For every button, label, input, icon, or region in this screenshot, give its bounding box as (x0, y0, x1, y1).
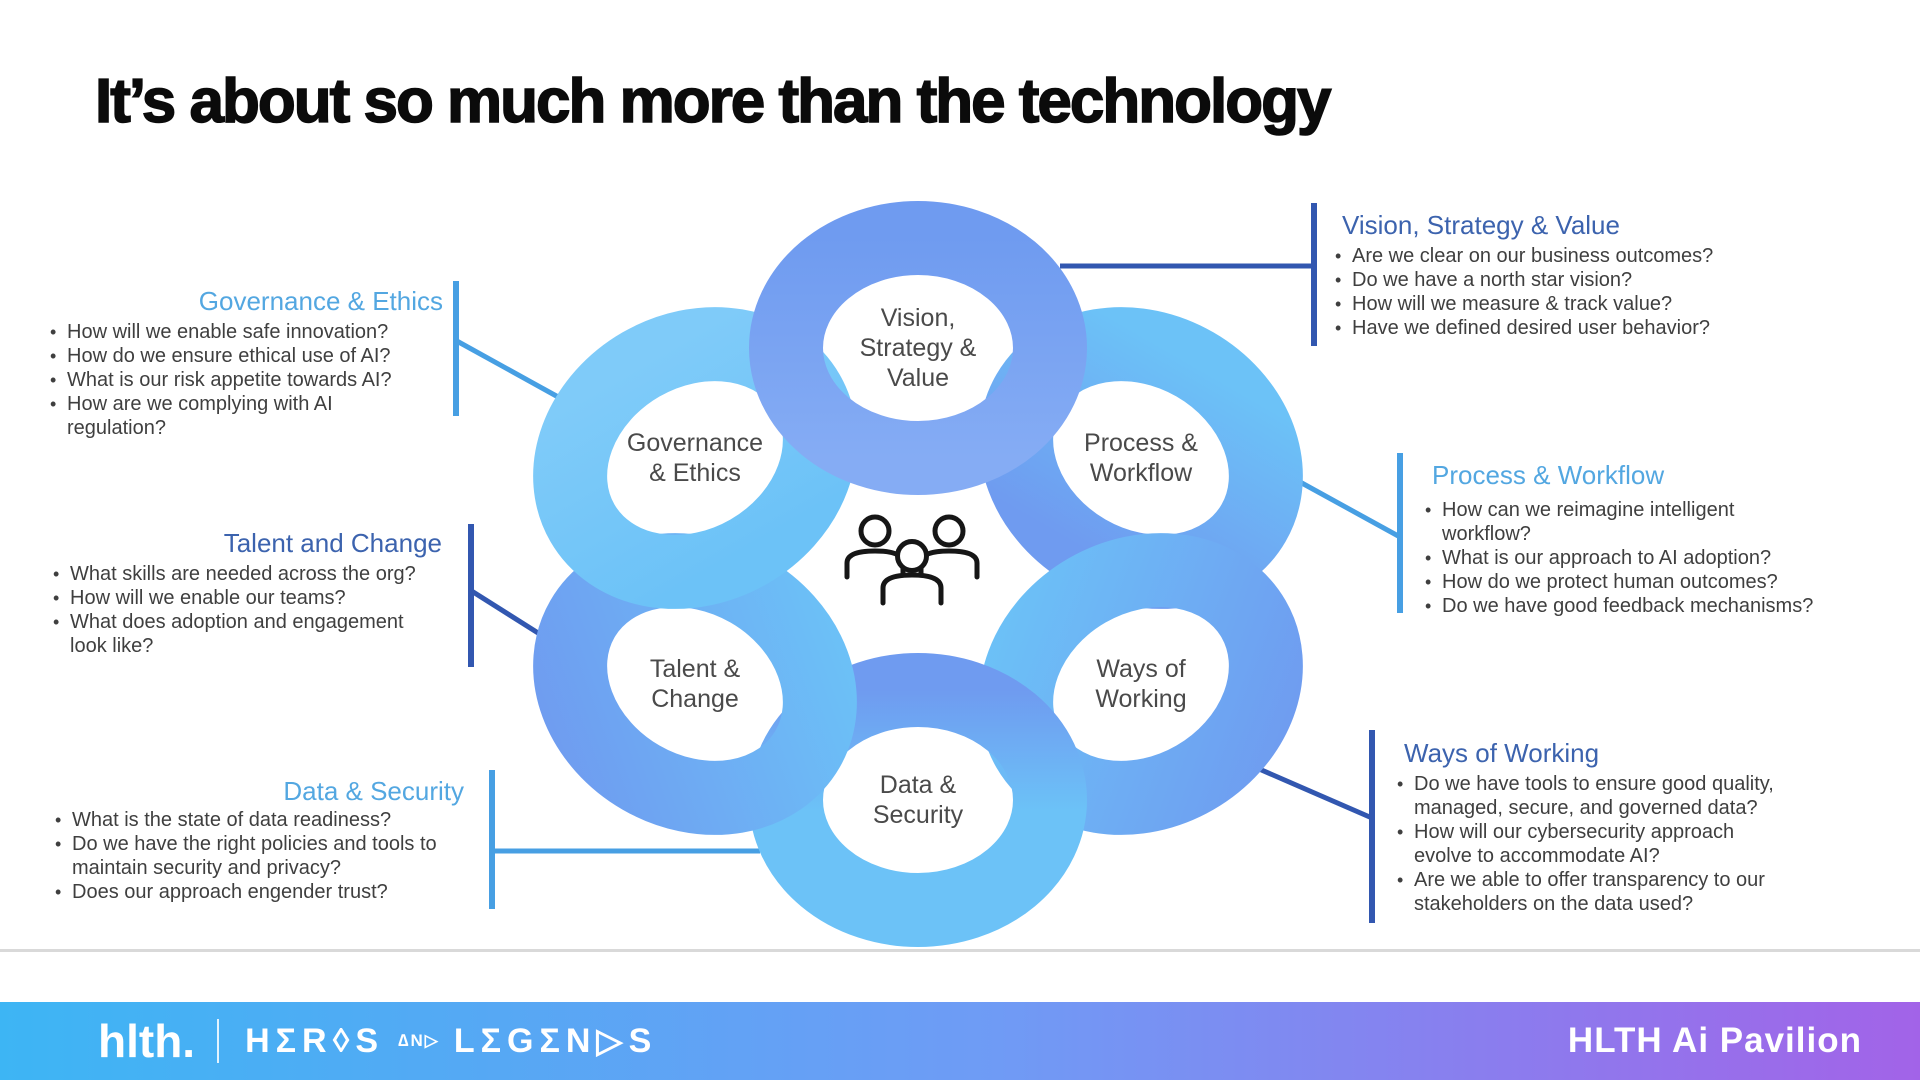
bullet-line: Are we able to offer transparency to our (1392, 868, 1774, 892)
connector-governance (453, 337, 562, 401)
footer-divider (217, 1019, 220, 1063)
bullet-line: Does our approach engender trust? (50, 880, 478, 904)
bullet-line: stakeholders on the data used? (1414, 893, 1694, 915)
brand-heroes: HΣR◊S (245, 1021, 385, 1060)
divider-line (0, 949, 1920, 952)
bullet-line: What is our approach to AI adoption? (1420, 546, 1813, 570)
bullet-line: How will our cybersecurity approach (1392, 820, 1774, 844)
bullet-line: look like? (70, 635, 154, 657)
bullet-line: Do we have the right policies and tools … (50, 832, 478, 856)
callout-bar-data (489, 770, 495, 909)
circle-label-governance: Governance & Ethics (626, 429, 764, 487)
bullet-line: managed, secure, and governed data? (1414, 797, 1758, 819)
callout-bar-vision (1311, 203, 1317, 346)
callout-heading: Data & Security (283, 776, 464, 806)
person-shoulders-right (918, 548, 980, 580)
hlth-logo: hlth. (98, 1015, 196, 1067)
callout-heading: Process & Workflow (1432, 460, 1665, 490)
bullet-line: maintain security and privacy? (72, 857, 342, 879)
circle-label-process: Process & Workflow (1084, 429, 1198, 487)
callout-heading: Talent and Change (223, 528, 442, 558)
bullet-line: How do we protect human outcomes? (1420, 570, 1813, 594)
bullet-line: How will we enable safe innovation? (45, 320, 457, 344)
person-head-front (895, 539, 929, 573)
circle-label-ways: Ways of Working (1095, 655, 1187, 713)
ring-vision-strategy-value (749, 201, 1087, 495)
person-head-left (858, 514, 892, 548)
callout-heading: Vision, Strategy & Value (1342, 210, 1620, 240)
callout-governance-ethics: Governance & Ethics How will we enable s… (45, 286, 457, 440)
bullet-line: regulation? (67, 417, 166, 439)
bullet-line: What is the state of data readiness? (50, 808, 478, 832)
bullet-line: How will we enable our teams? (48, 586, 456, 610)
bullet-line: workflow? (1442, 523, 1531, 545)
circle-label-talent: Talent & Change (649, 655, 741, 713)
callout-talent-and-change: Talent and Change What skills are needed… (48, 528, 456, 658)
connector-process (1298, 479, 1402, 540)
bullet-line: What is our risk appetite towards AI? (45, 368, 457, 392)
bullet-line: What does adoption and engagement (48, 610, 456, 634)
callout-heading: Ways of Working (1404, 738, 1600, 768)
brand-legends: LΣGΣN▷S (453, 1022, 658, 1060)
person-shoulders-front (880, 572, 944, 606)
bullet-line: How do we ensure ethical use of AI? (45, 344, 457, 368)
brand-heroes-and-legends: HΣR◊S ∆N▷ LΣGΣN▷S (245, 1021, 657, 1061)
callout-heading: Governance & Ethics (198, 286, 443, 316)
callout-bar-talent (468, 524, 474, 667)
brand-and: ∆N▷ (398, 1031, 440, 1050)
bullet-line: Have we defined desired user behavior? (1330, 316, 1713, 340)
bullet-line: Do we have good feedback mechanisms? (1420, 594, 1813, 618)
circle-label-vision: Vision, Strategy & Value (859, 304, 977, 392)
callout-ways-of-working: Ways of Working Do we have tools to ensu… (1392, 738, 1774, 916)
people-icon (844, 514, 980, 606)
callout-bar-ways (1369, 730, 1375, 923)
callout-data-security: Data & Security What is the state of dat… (50, 776, 478, 904)
callout-bar-process (1397, 453, 1403, 613)
bullet-line: Do we have a north star vision? (1330, 268, 1713, 292)
person-head-right (932, 514, 966, 548)
bullet-line: Do we have tools to ensure good quality, (1392, 772, 1774, 796)
bullet-line: Are we clear on our business outcomes? (1330, 244, 1713, 268)
page-title: It’s about so much more than the technol… (94, 66, 1332, 137)
bullet-line: What skills are needed across the org? (48, 562, 456, 586)
person-shoulders-left (844, 548, 906, 580)
bullet-line: How are we complying with AI (45, 392, 457, 416)
pavilion-label: HLTH Ai Pavilion (1567, 1021, 1862, 1060)
callout-process-workflow: Process & Workflow How can we reimagine … (1420, 460, 1813, 618)
circle-label-data: Data & Security (872, 771, 964, 829)
bullet-line: evolve to accommodate AI? (1414, 845, 1660, 867)
bullet-line: How can we reimagine intelligent (1420, 498, 1813, 522)
footer-bar: hlth. HΣR◊S ∆N▷ LΣGΣN▷S HLTH Ai Pavilion (0, 1002, 1920, 1080)
bullet-line: How will we measure & track value? (1330, 292, 1713, 316)
callout-vision-strategy-value: Vision, Strategy & Value Are we clear on… (1330, 210, 1713, 340)
connector-ways (1249, 762, 1373, 821)
